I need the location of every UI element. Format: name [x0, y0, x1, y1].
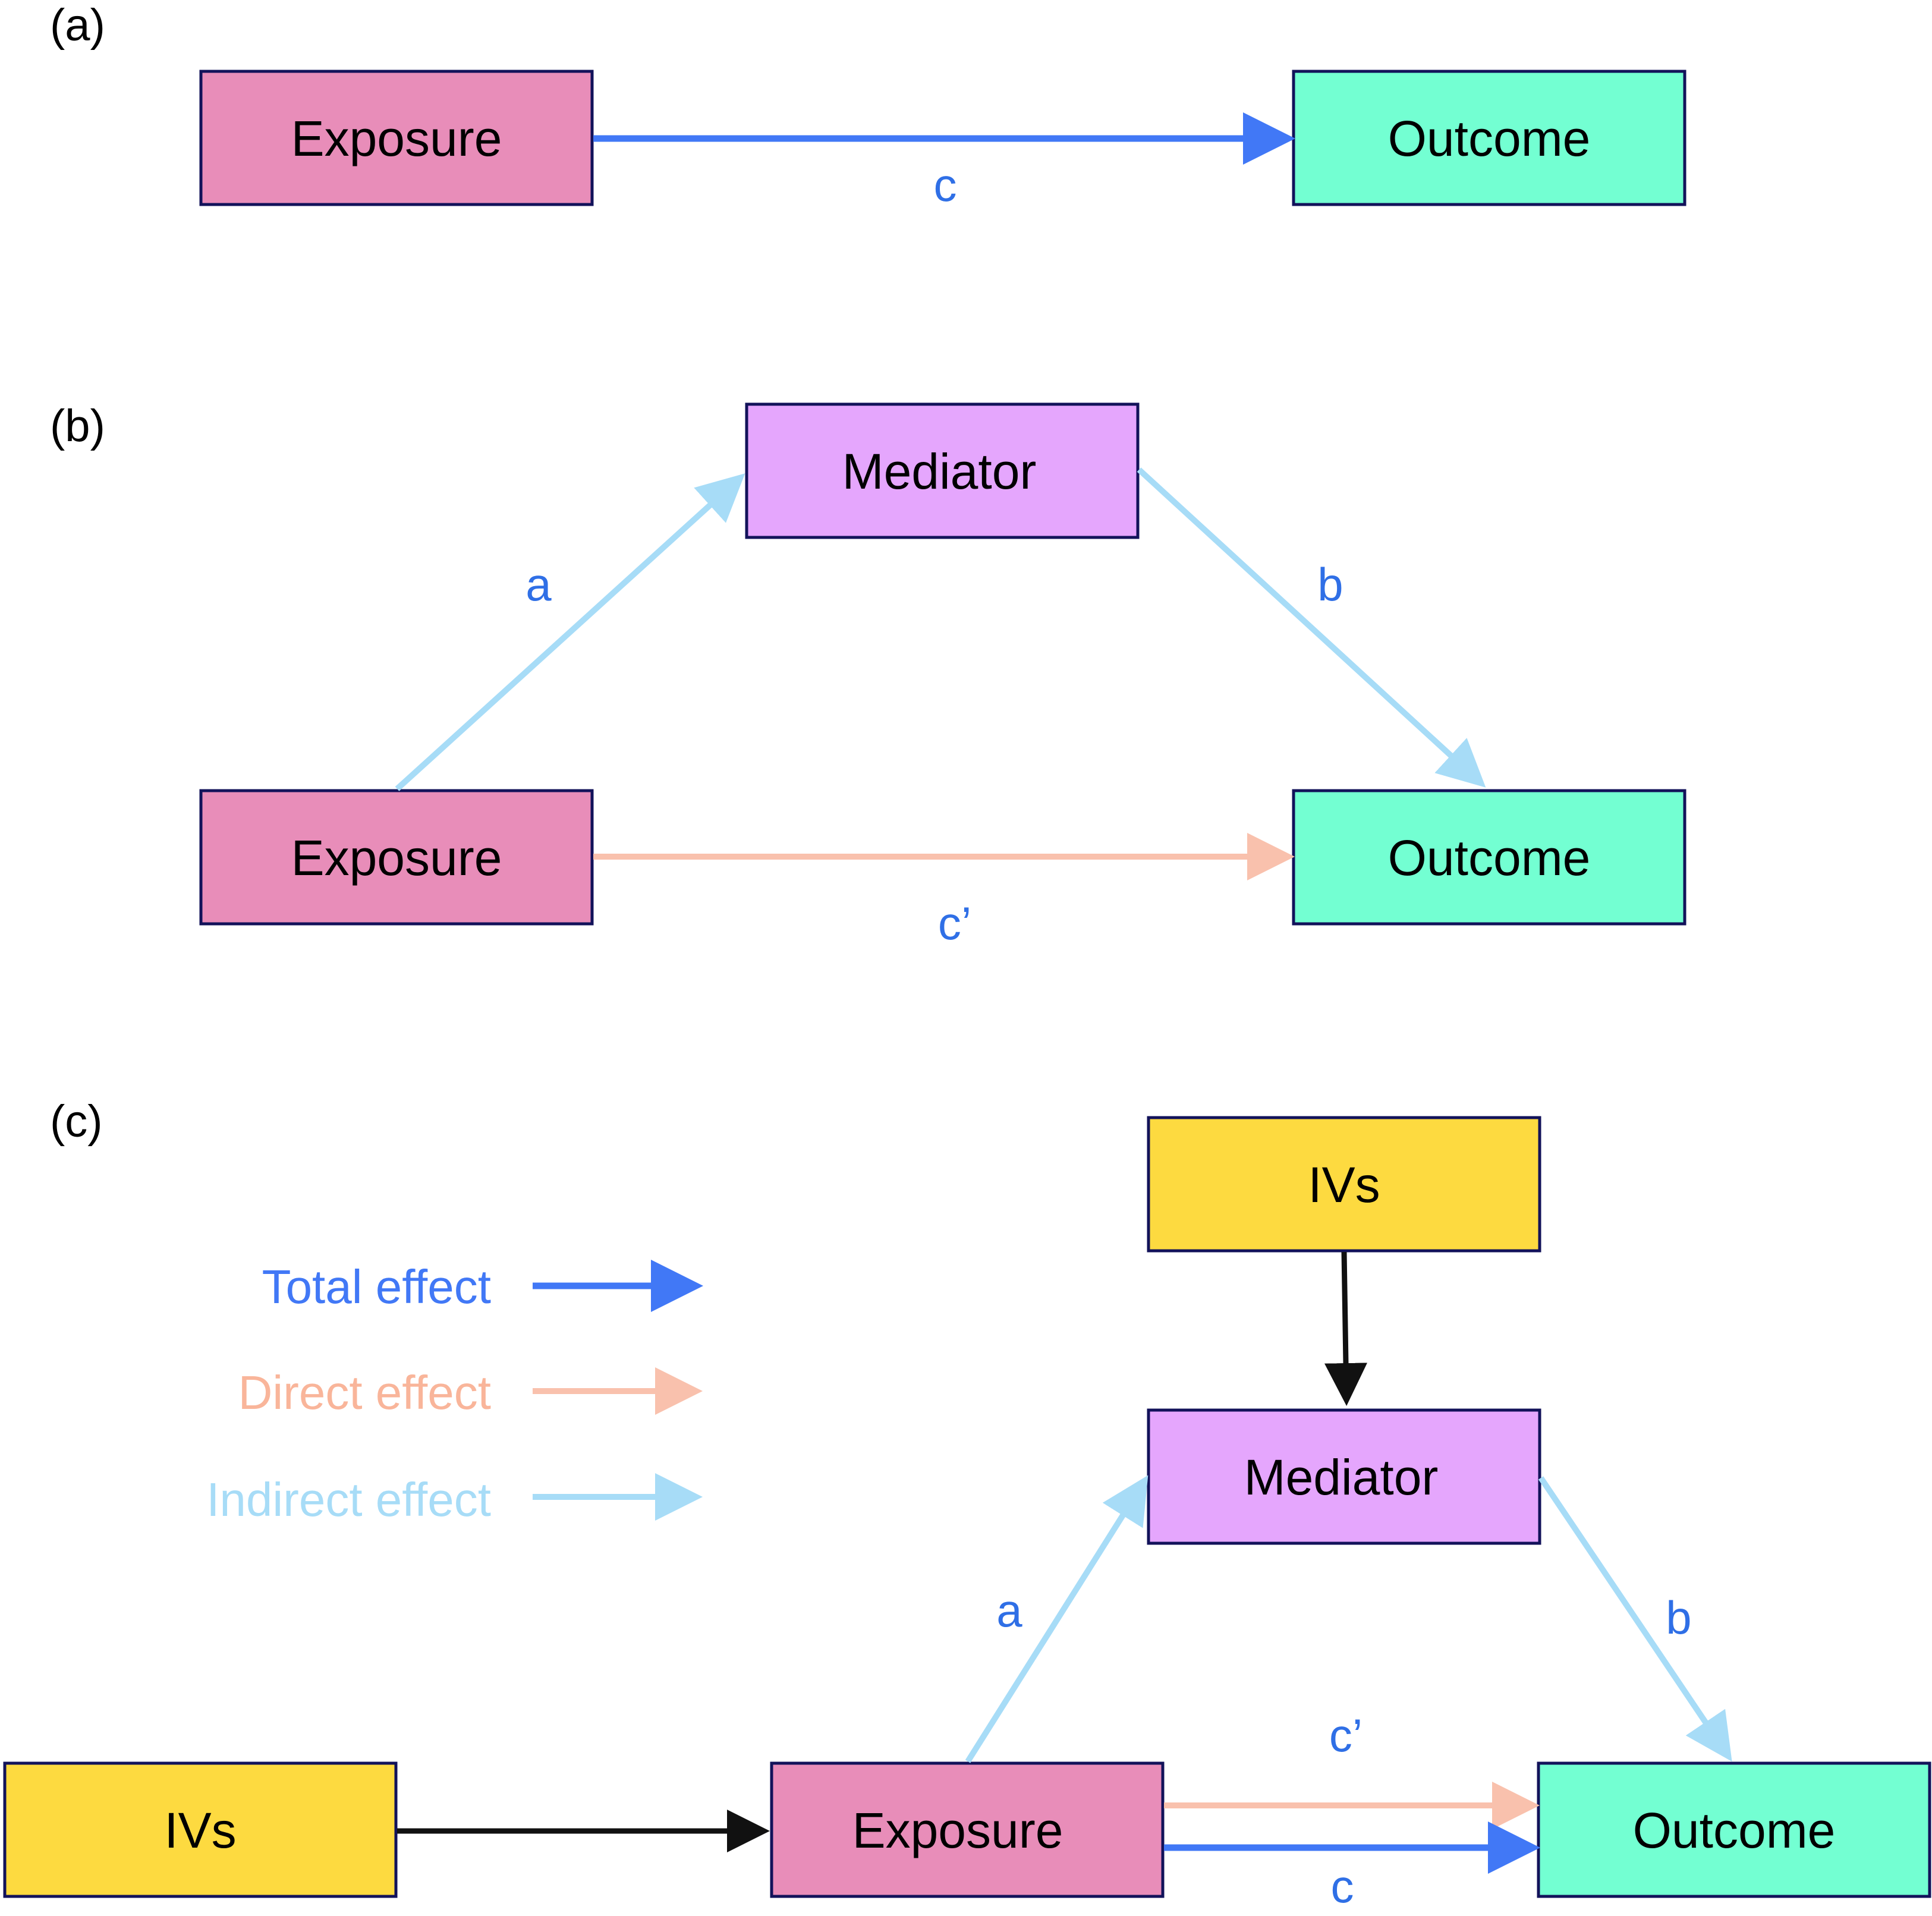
panel-a-label: (a)	[50, 0, 105, 51]
legend-indirect-label: Indirect effect	[206, 1473, 491, 1526]
panel-c-edge-c-prime-label: c’	[1329, 1709, 1363, 1761]
panel-b-exposure-text: Exposure	[291, 830, 502, 886]
panel-a-edge-c-label: c	[934, 159, 957, 211]
legend: Total effect Direct effect Indirect effe…	[206, 1260, 703, 1526]
panel-c-ivs-left-text: IVs	[164, 1802, 236, 1858]
panel-c-indirect-b-arrow	[1538, 1476, 1732, 1762]
panel-c-indirect-a-arrow	[965, 1475, 1148, 1763]
panel-c-edge-c-label: c	[1331, 1860, 1354, 1912]
panel-a-exposure-node: Exposure	[199, 70, 594, 206]
panel-b-exposure-node: Exposure	[199, 789, 594, 926]
panel-b-edge-c-prime-label: c’	[938, 897, 971, 949]
panel-c-edge-a-label: a	[996, 1584, 1022, 1637]
panel-a-outcome-text: Outcome	[1388, 111, 1591, 166]
panel-c-ivs-to-mediator-arrow	[1324, 1251, 1367, 1406]
panel-c-exposure-text: Exposure	[852, 1802, 1063, 1858]
panel-b-edge-a-label: a	[526, 558, 552, 611]
panel-c-ivs-top-text: IVs	[1308, 1157, 1380, 1213]
panel-b-indirect-b-arrow	[1137, 467, 1486, 788]
panel-b-indirect-a-arrow	[395, 473, 745, 791]
panel-c-outcome-text: Outcome	[1633, 1802, 1836, 1858]
panel-b-outcome-text: Outcome	[1388, 830, 1591, 886]
legend-item-total: Total effect	[262, 1260, 703, 1313]
panel-c-label: (c)	[50, 1096, 103, 1147]
legend-item-direct: Direct effect	[238, 1366, 703, 1419]
panel-a-outcome-node: Outcome	[1292, 70, 1686, 206]
panel-c-mediator-node: Mediator	[1147, 1408, 1541, 1545]
panel-c-exposure-node: Exposure	[770, 1761, 1165, 1898]
legend-item-indirect: Indirect effect	[206, 1473, 703, 1526]
panel-b-edge-b-label: b	[1317, 558, 1343, 611]
panel-b-outcome-node: Outcome	[1292, 789, 1686, 926]
panel-b: (b) Mediator Exposure Outcome a b c’	[50, 401, 1686, 949]
panel-c: (c) IVs Mediator IVs Exposure Outcome	[3, 1096, 1931, 1912]
legend-direct-label: Direct effect	[238, 1366, 491, 1419]
panel-a: (a) Exposure Outcome c	[50, 0, 1686, 211]
panel-b-label: (b)	[50, 401, 105, 451]
panel-c-outcome-node: Outcome	[1537, 1761, 1931, 1898]
legend-total-label: Total effect	[262, 1260, 491, 1313]
panel-c-ivs-left-node: IVs	[3, 1761, 398, 1898]
panel-b-mediator-text: Mediator	[842, 443, 1037, 499]
panel-c-mediator-text: Mediator	[1244, 1449, 1439, 1505]
panel-c-ivs-top-node: IVs	[1147, 1116, 1541, 1253]
panel-b-mediator-node: Mediator	[745, 402, 1140, 539]
panel-c-edge-b-label: b	[1666, 1591, 1691, 1644]
panel-a-exposure-text: Exposure	[291, 111, 502, 166]
